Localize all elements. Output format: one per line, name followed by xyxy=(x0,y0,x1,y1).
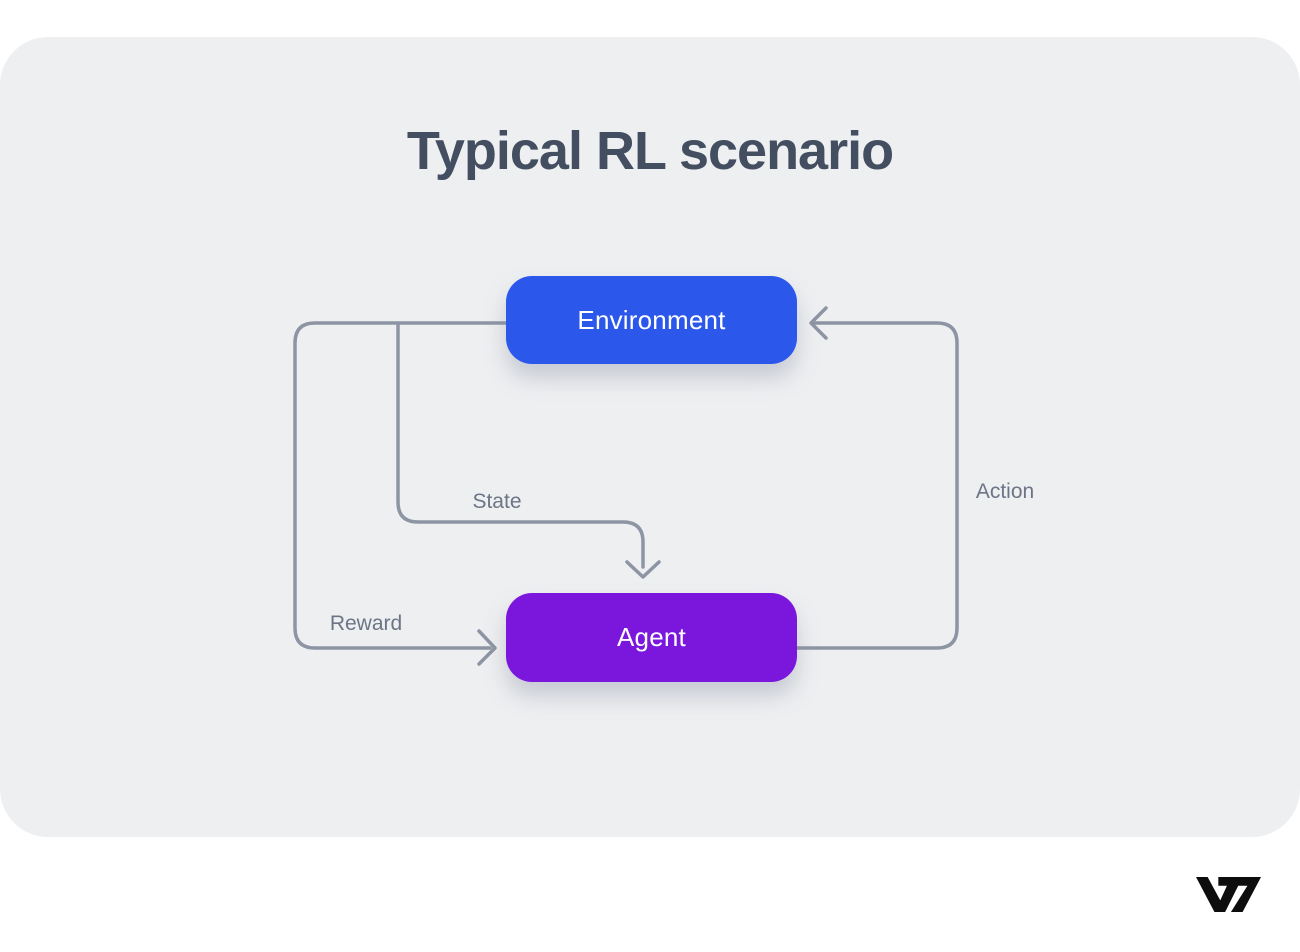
state-arrowhead xyxy=(625,560,661,579)
agent-label: Agent xyxy=(617,622,686,652)
v7-logo xyxy=(1196,876,1262,913)
v7-logo-v-shape xyxy=(1196,877,1243,912)
action-arrowhead xyxy=(809,306,828,340)
reward-arrowhead xyxy=(477,629,497,666)
environment-label: Environment xyxy=(577,304,726,335)
diagram-panel xyxy=(0,37,1300,837)
environment-node: Environment xyxy=(506,276,797,364)
state-edge-line xyxy=(396,321,645,569)
action-edge-line xyxy=(795,321,959,650)
reward-edge-line xyxy=(293,321,508,650)
action-edge-label: Action xyxy=(975,480,1035,503)
agent-node: Agent xyxy=(506,593,797,682)
diagram-title: Typical RL scenario xyxy=(406,121,894,181)
reward-edge-label: Reward xyxy=(329,612,403,635)
state-edge-label: State xyxy=(472,490,522,513)
v7-logo-seven-shape xyxy=(1218,877,1262,912)
